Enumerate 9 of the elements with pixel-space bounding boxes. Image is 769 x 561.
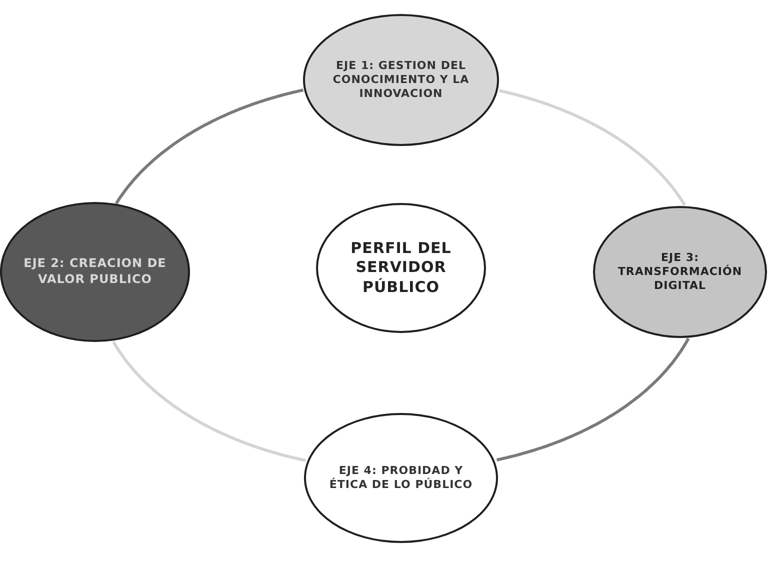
node-label: EJE 2: CREACION DE VALOR PUBLICO (22, 256, 168, 288)
connector-line (496, 338, 690, 462)
node-label: EJE 1: GESTION DEL CONOCIMIENTO Y LA INNOVACION (332, 58, 470, 102)
node-label: EJE 3: TRANSFORMACIÓN DIGITAL (616, 250, 744, 294)
connector-line (498, 89, 686, 206)
node-label: EJE 4: PROBIDAD Y ÉTICA DE LO PÚBLICO (328, 464, 474, 492)
connector-line (114, 88, 304, 204)
node-label: PERFIL DEL SERVIDOR PÚBLICO (350, 238, 452, 298)
connector-line (112, 340, 306, 462)
